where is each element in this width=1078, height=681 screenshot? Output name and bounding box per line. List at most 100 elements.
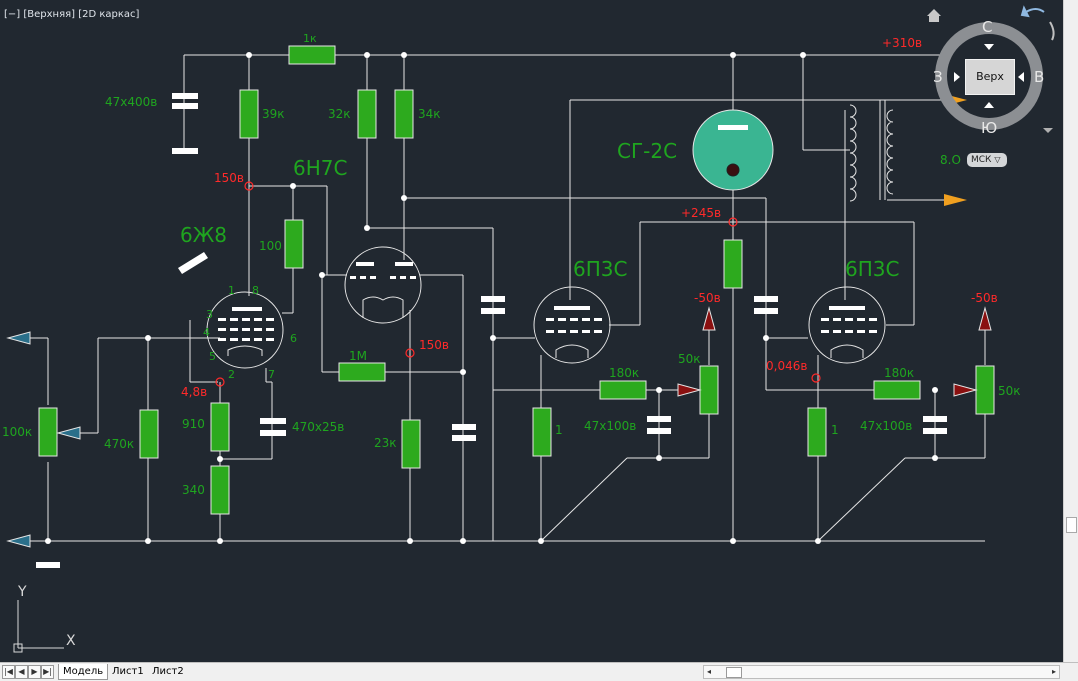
next-tab-icon[interactable]: ▶ (28, 665, 41, 679)
label-r-39k: 39к (262, 107, 285, 121)
tab-sheet2[interactable]: Лист2 (152, 666, 184, 677)
output-transformer (849, 104, 894, 202)
resistor-50ka (699, 365, 719, 415)
label-tube-6p3s-2: 6П3С (845, 257, 899, 281)
resistor-32k (357, 89, 377, 139)
resistor-470k (139, 409, 159, 459)
resistor-180kb (873, 380, 921, 400)
viewcube-north-arrow-icon (984, 44, 994, 50)
scroll-left-icon[interactable]: ◂ (707, 667, 712, 676)
label-v-0-046: 0,046в (766, 359, 807, 373)
pin-8: 8 (252, 284, 259, 297)
resistor-34k (394, 89, 414, 139)
arrows (6, 94, 992, 548)
label-r-180ka: 180к (609, 366, 639, 380)
drawing-canvas[interactable]: 6Ж8 6Н7С 6П3С 6П3С СГ-2С 1 8 3 4 6 5 2 7… (0, 0, 1064, 662)
tube-6zh8 (178, 252, 284, 369)
label-c-47x400: 47х400в (105, 95, 157, 109)
viewcube[interactable]: С Ю З В (933, 18, 1044, 137)
layout-tab-bar: |◀ ◀ ▶ ▶| Модель Лист1 Лист2 ◂ ▸ (0, 662, 1078, 681)
label-r-1m: 1М (349, 349, 367, 363)
resistor-100 (284, 219, 304, 269)
viewcube-west: З (933, 68, 943, 86)
label-v-4-8: 4,8в (181, 385, 207, 399)
resistor-340 (210, 465, 230, 515)
resistor-1m (338, 362, 386, 382)
viewcube-menu-icon[interactable] (1043, 128, 1053, 133)
viewcube-east-arrow-icon (1018, 72, 1024, 82)
label-r-910: 910 (182, 417, 205, 431)
pin-4: 4 (203, 326, 210, 339)
label-r-100k: 100к (2, 425, 32, 439)
viewport-controls[interactable]: [−] [Верхняя] [2D каркас] (4, 9, 140, 20)
resistor-39k (239, 89, 259, 139)
viewcube-east: В (1034, 68, 1044, 86)
label-v-n50b: -50в (971, 291, 998, 305)
label-r-340: 340 (182, 483, 205, 497)
test-points (215, 181, 821, 387)
pin-1: 1 (228, 284, 235, 297)
indicator-sg2s (692, 109, 774, 191)
viewcube-north: С (982, 18, 992, 36)
prev-tab-icon[interactable]: ◀ (15, 665, 28, 679)
label-c-470x25: 470х25в (292, 420, 344, 434)
wires (8, 54, 986, 542)
pin-7: 7 (268, 368, 275, 381)
label-r-470k: 470к (104, 437, 134, 451)
label-indicator: СГ-2С (617, 139, 677, 163)
resistor-910 (210, 402, 230, 452)
viewcube-south-arrow-icon (984, 102, 994, 108)
label-r-1b: 1 (831, 423, 839, 437)
capacitors (36, 93, 947, 568)
tab-sheet1[interactable]: Лист1 (112, 666, 144, 677)
resistor-1b (807, 407, 827, 457)
label-r-34k: 34к (418, 107, 441, 121)
junctions (45, 52, 938, 544)
label-tube-6p3s-1: 6П3С (573, 257, 627, 281)
label-r-23k: 23к (374, 436, 397, 450)
horizontal-scroll-thumb[interactable] (726, 667, 742, 678)
scroll-right-icon[interactable]: ▸ (1051, 667, 1056, 676)
label-c-47x100b: 47х100в (860, 419, 912, 433)
label-r-100: 100 (259, 239, 282, 253)
resistor-1k (288, 45, 336, 65)
ucs-prefix: 8.О (940, 153, 961, 167)
label-r-1a: 1 (555, 423, 563, 437)
resistor-23k (401, 419, 421, 469)
label-tube-6zh8: 6Ж8 (180, 223, 227, 247)
vertical-scroll-thumb[interactable] (1066, 517, 1077, 533)
label-tube-6n7s: 6Н7С (293, 156, 347, 180)
label-v-245: +245в (681, 206, 721, 220)
tube-6n7s (344, 246, 422, 324)
pin-3: 3 (206, 308, 213, 321)
ucs-menu-label: МСК (971, 155, 992, 165)
tube-6p3s-2 (808, 286, 886, 364)
label-r-32k: 32к (328, 107, 351, 121)
viewcube-west-arrow-icon (954, 72, 960, 82)
label-r-50kb: 50к (998, 384, 1021, 398)
label-v-310: +310в (882, 36, 922, 50)
home-icon[interactable] (927, 9, 941, 22)
label-v-150a: 150в (214, 171, 244, 185)
label-v-n50a: -50в (694, 291, 721, 305)
ucs-x-label: X (66, 633, 76, 649)
label-r-1k: 1к (303, 32, 317, 45)
label-c-47x100a: 47х100в (584, 419, 636, 433)
resistors (38, 45, 995, 515)
tube-6p3s-1 (533, 286, 611, 364)
rotate-view-icon[interactable] (1020, 5, 1055, 41)
resistor-1a (532, 407, 552, 457)
vertical-scrollbar[interactable] (1063, 0, 1078, 662)
ucs-y-label: Y (17, 584, 27, 600)
viewcube-top-face[interactable]: Верх (965, 59, 1015, 95)
resistor-100k (38, 407, 58, 457)
pin-2: 2 (228, 368, 235, 381)
last-tab-icon[interactable]: ▶| (41, 665, 54, 679)
resistor-50kb (975, 365, 995, 415)
horizontal-scrollbar[interactable]: ◂ ▸ (703, 665, 1060, 679)
label-v-150b: 150в (419, 338, 449, 352)
chevron-down-icon: ▽ (994, 155, 1001, 164)
tab-model[interactable]: Модель (58, 664, 109, 680)
first-tab-icon[interactable]: |◀ (2, 665, 15, 679)
ucs-menu[interactable]: МСК ▽ (967, 153, 1007, 167)
